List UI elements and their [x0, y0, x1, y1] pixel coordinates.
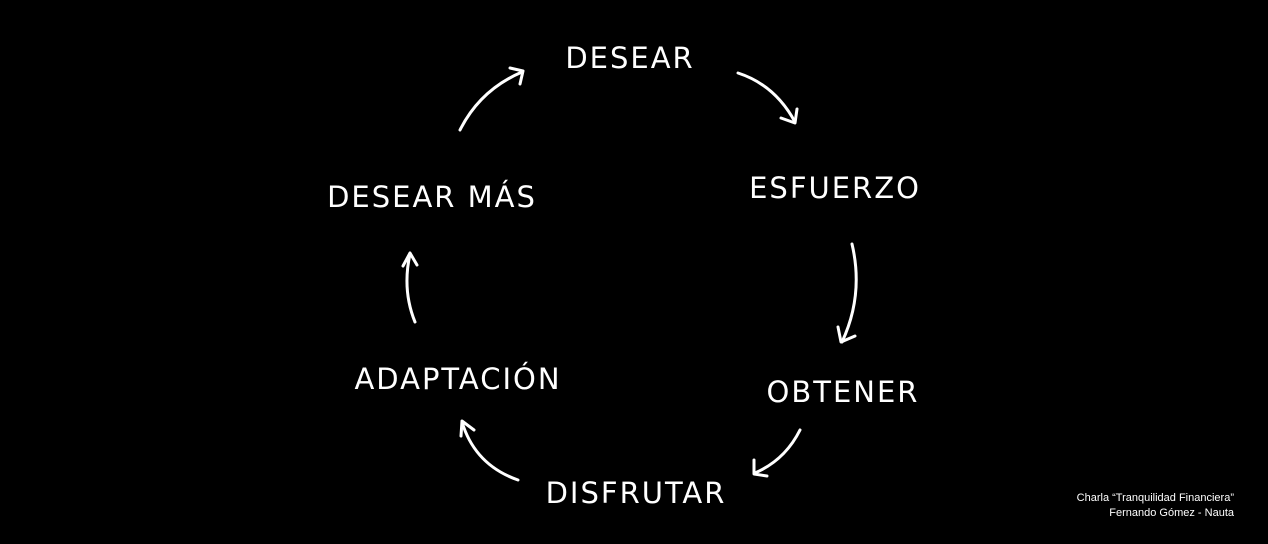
arrow-icon: [458, 66, 525, 132]
arrow-icon: [736, 71, 799, 125]
arrow-icon: [459, 419, 520, 482]
arrow-icon: [836, 242, 858, 344]
credit-author: Fernando Gómez - Nauta: [1109, 507, 1234, 519]
step-disfrutar: DISFRUTAR: [545, 476, 727, 510]
step-desear: DESEAR: [565, 41, 695, 75]
step-adaptacion: ADAPTACIÓN: [354, 362, 562, 396]
credit: Charla “Tranquilidad Financiera” Fernand…: [1077, 491, 1234, 521]
credit-talk: Charla “Tranquilidad Financiera”: [1076, 492, 1234, 504]
arrow-icon: [752, 428, 802, 478]
arrow-icon: [401, 251, 419, 324]
step-obtener: OBTENER: [766, 375, 920, 409]
step-desear-mas: DESEAR MÁS: [327, 180, 537, 214]
step-esfuerzo: ESFUERZO: [749, 171, 921, 205]
